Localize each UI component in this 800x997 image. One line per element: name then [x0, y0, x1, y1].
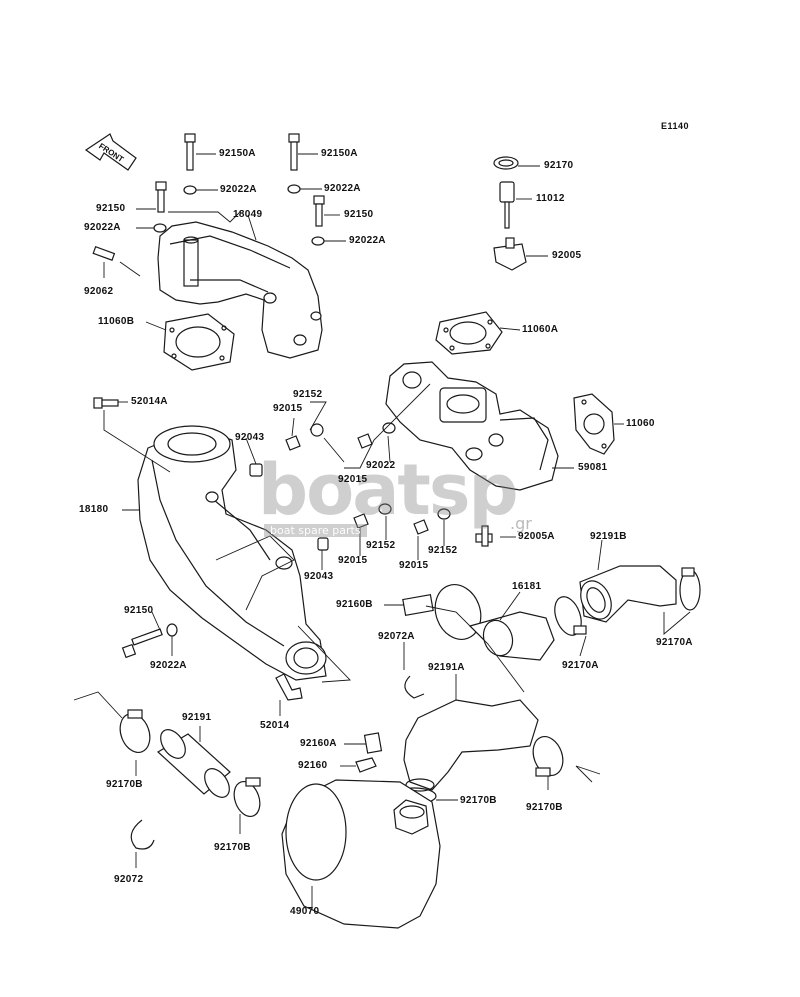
callout-label: 92022A: [324, 183, 361, 194]
callout-label: 92160B: [336, 599, 373, 610]
callout-label: 16181: [512, 581, 542, 592]
callout-label: 92072A: [378, 631, 415, 642]
watermark-logo: boatsp boat spare parts .gr: [258, 450, 558, 550]
bolt-92150A-left-part: [184, 133, 196, 171]
exhaust-pipe-59081-part: [385, 361, 559, 491]
exhaust-manifold-18049-part: [157, 221, 323, 359]
callout-label: 11060A: [522, 324, 559, 335]
gasket-11060A-part: [435, 311, 503, 355]
callout-label: 92160A: [300, 738, 337, 749]
callout-label: 92022A: [150, 660, 187, 671]
elbow-52014-part: [275, 673, 303, 701]
clamps-92170B-part: [119, 709, 564, 818]
callout-label: 92015: [338, 474, 368, 485]
callout-label: 92150: [344, 209, 374, 220]
callout-label: 11060B: [98, 316, 135, 327]
callout-label: 92043: [304, 571, 334, 582]
bolt-92150A-right-part: [288, 133, 300, 171]
callout-label: 92150A: [219, 148, 256, 159]
callout-label: 92170: [544, 160, 574, 171]
fitting-92005-part: [493, 237, 527, 271]
callout-label: 92170A: [656, 637, 693, 648]
hose-92191-part: [157, 729, 231, 798]
callout-label: 92005: [552, 250, 582, 261]
callout-label: 92170B: [460, 795, 497, 806]
callout-label: 92170A: [562, 660, 599, 671]
callout-label: 92150: [124, 605, 154, 616]
sensor-11012-part: [499, 181, 515, 229]
callout-label: 92150A: [321, 148, 358, 159]
callout-label: 92022: [366, 460, 396, 471]
waterbox-49070-part: [281, 779, 441, 929]
callout-label: 92152: [293, 389, 323, 400]
clip-92072A-part: [404, 675, 425, 699]
callout-label: 92015: [399, 560, 429, 571]
callout-label: 18049: [233, 209, 263, 220]
callout-label: 59081: [578, 462, 608, 473]
nipple-52014A-part: [93, 397, 119, 409]
callout-label: 92015: [273, 403, 303, 414]
callout-label: 92170B: [106, 779, 143, 790]
watermark-tagline: boat spare parts: [264, 524, 367, 537]
callout-label: 92191: [182, 712, 212, 723]
callout-label: 92022A: [84, 222, 121, 233]
callout-label: 92043: [235, 432, 265, 443]
callout-label: 11060: [626, 418, 655, 429]
diagram-code: E1140: [661, 121, 690, 131]
bolt-92150-left-part: [155, 181, 167, 213]
fitting-92005A-part: [475, 525, 493, 547]
leader-lines: [73, 153, 691, 908]
front-arrow-icon: FRONT: [84, 133, 137, 171]
callout-label: 92160: [298, 760, 328, 771]
callout-label: 92170B: [214, 842, 251, 853]
stud-92062-part: [92, 245, 116, 261]
callout-label: 92191B: [590, 531, 627, 542]
callout-label: 92150: [96, 203, 126, 214]
clamps-92170A-part: [554, 567, 701, 636]
washers-top-part: [153, 184, 325, 246]
callout-label: 52014A: [131, 396, 168, 407]
callout-label: 92022A: [349, 235, 386, 246]
callout-label: 92062: [84, 286, 114, 297]
bolt-92150-right-part: [313, 195, 325, 227]
hose-92191B-part: [579, 565, 677, 623]
callout-label: 92005A: [518, 531, 555, 542]
clip-92072-part: [130, 819, 155, 850]
callout-label: 18180: [79, 504, 109, 515]
hose-92191A-part: [403, 699, 539, 792]
watermark-word: boatsp: [258, 449, 519, 531]
callout-label: 92152: [366, 540, 396, 551]
callout-label: 92015: [338, 555, 368, 566]
callout-label: 11012: [536, 193, 565, 204]
bolt-92150-lower-part: [121, 623, 178, 659]
callout-label: 92152: [428, 545, 458, 556]
callout-label: 92072: [114, 874, 144, 885]
watermark-tld: .gr: [510, 514, 532, 533]
callout-label: 92170B: [526, 802, 563, 813]
callout-label: 52014: [260, 720, 290, 731]
gasket-11060-part: [573, 393, 615, 455]
gasket-11060B-part: [163, 313, 235, 371]
callout-label: 92022A: [220, 184, 257, 195]
muffler-18180-part: [137, 425, 327, 681]
callout-label: 49070: [290, 906, 320, 917]
clamp-92170-part: [493, 156, 519, 170]
callout-label: 92191A: [428, 662, 465, 673]
labels-92160-part: [355, 593, 434, 773]
